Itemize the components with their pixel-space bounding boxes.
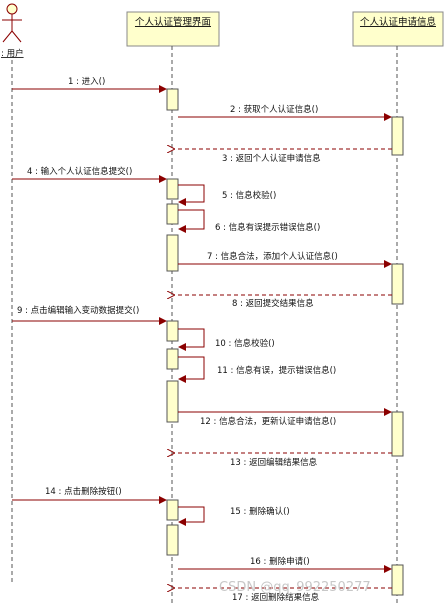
activation-bar — [166, 524, 179, 556]
participant-application-info: 个人认证申请信息 — [352, 11, 444, 47]
participant-ui: 个人认证管理界面 — [126, 11, 220, 47]
participant-label: 个人认证管理界面 — [135, 16, 211, 28]
message-label-16: 16 : 删除申请() — [250, 556, 310, 567]
message-label-12: 12 : 信息合法，更新认证申请信息() — [200, 416, 336, 427]
participant-box — [352, 11, 444, 47]
activation-bar — [166, 234, 179, 272]
activation-bar — [166, 88, 179, 111]
message-label-5: 5 : 信息校验() — [222, 190, 276, 201]
activation-bar — [391, 564, 404, 596]
message-arrow-10 — [178, 328, 205, 351]
message-label-11: 11 : 信息有误，提示错误信息() — [217, 365, 336, 376]
actor-left-leg — [2, 30, 13, 43]
message-label-1: 1 : 进入() — [68, 77, 105, 87]
activation-bar — [166, 348, 179, 370]
message-label-9: 9 : 点击编辑输入变动数据提交() — [17, 305, 139, 316]
message-label-7: 7 : 信息合法，添加个人认证信息() — [207, 251, 338, 262]
message-label-4: 4 : 输入个人认证信息提交() — [27, 166, 132, 177]
activation-bar — [166, 380, 179, 423]
activation-bar — [391, 263, 404, 305]
message-label-10: 10 : 信息校验() — [215, 338, 275, 349]
message-label-13: 13 : 返回编辑结果信息 — [230, 457, 318, 468]
activation-bar — [166, 320, 179, 342]
actor-right-leg — [11, 30, 22, 43]
messages: 1 : 进入() 2 : 获取个人认证信息() 3 : 返回个人认证申请信息 4… — [12, 77, 392, 603]
message-arrow-15 — [178, 506, 205, 526]
message-arrow-11 — [178, 356, 205, 383]
participant-box — [126, 11, 220, 47]
message-label-15: 15 : 删除确认() — [230, 506, 290, 517]
message-label-6: 6 : 信息有误提示错误信息() — [215, 222, 320, 233]
message-label-2: 2 : 获取个人认证信息() — [230, 104, 318, 115]
activation-bar — [391, 116, 404, 156]
message-arrow-6 — [178, 209, 205, 233]
watermark: CSDN @qq_992250277 — [219, 580, 371, 595]
activation-bars — [166, 88, 404, 596]
message-label-17: 17 : 返回删除结果信息 — [232, 592, 320, 603]
activation-bar — [166, 499, 179, 521]
message-label-14: 14 : 点击删除按钮() — [45, 486, 122, 497]
message-arrow-5 — [178, 184, 205, 206]
activation-bar — [391, 411, 404, 457]
actor-label: : 用户 — [1, 48, 24, 59]
message-label-3: 3 : 返回个人认证申请信息 — [222, 153, 321, 164]
participant-label: 个人认证申请信息 — [360, 16, 436, 28]
message-label-8: 8 : 返回提交结果信息 — [232, 298, 314, 309]
activation-bar — [166, 203, 179, 225]
actor-user: : 用户 — [1, 3, 24, 59]
actor-head — [6, 3, 18, 15]
activation-bar — [166, 178, 179, 200]
